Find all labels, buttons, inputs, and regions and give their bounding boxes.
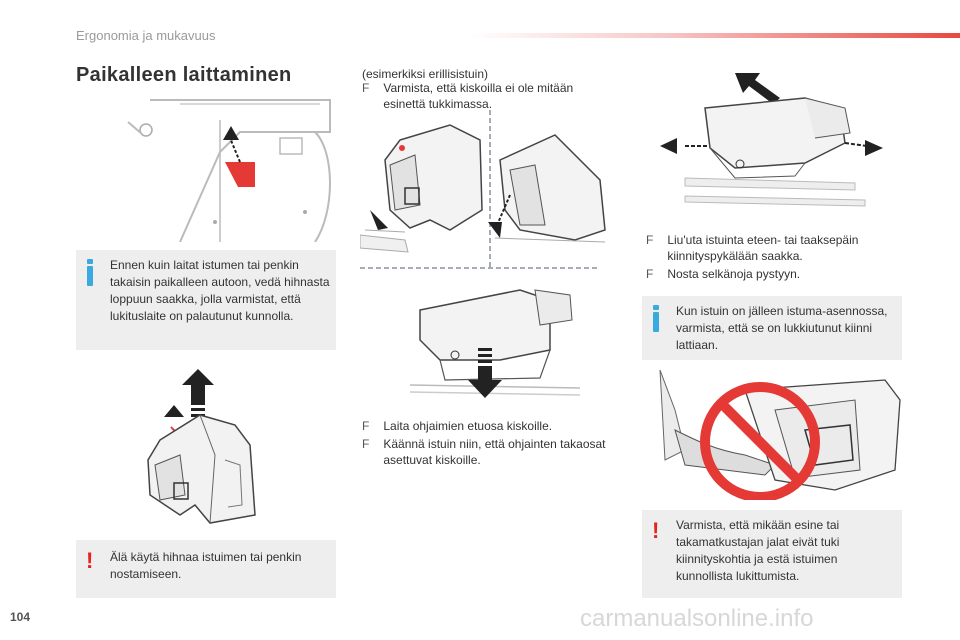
header-accent-bar [470, 33, 960, 38]
info-icon-bar [87, 266, 93, 286]
info-icon [87, 259, 93, 264]
watermark: carmanualsonline.info [580, 605, 814, 632]
section-title: Paikalleen laittaminen [76, 64, 292, 86]
info-box: Kun istuin on jälleen istuma-asennossa, … [642, 296, 902, 360]
prohibited-feet-illustration [655, 370, 903, 500]
bullet-list-placement: F Laita ohjaimien etuosa kiskoille. F Kä… [362, 418, 612, 468]
bullet-item: F Käännä istuin niin, että ohjainten tak… [362, 436, 612, 468]
seat-on-rails-illustration [360, 110, 610, 275]
bullet-text: Nosta selkänoja pystyyn. [667, 267, 801, 281]
bullet-icon: F [646, 233, 654, 247]
warning-icon: ! [652, 518, 660, 543]
info-box: Ennen kuin laitat istumen tai penkin tak… [76, 250, 336, 350]
info-text: Kun istuin on jälleen istuma-asennossa, … [676, 304, 888, 352]
bullet-icon: F [362, 437, 370, 451]
info-text: Ennen kuin laitat istumen tai penkin tak… [110, 258, 330, 323]
bullet-icon: F [646, 267, 654, 281]
bullet-item: F Liu'uta istuinta eteen- tai taaksepäin… [646, 232, 906, 264]
info-icon [653, 305, 659, 310]
strap-illustration [120, 92, 335, 242]
bullet-text: Laita ohjaimien etuosa kiskoille. [383, 419, 553, 433]
folded-seat-lift-illustration [140, 365, 290, 525]
warning-text: Älä käytä hihnaa istuimen tai penkin nos… [110, 550, 302, 581]
page-number: 104 [10, 610, 31, 624]
warning-icon: ! [86, 548, 94, 573]
bullet-icon: F [362, 81, 370, 95]
bullet-text: Varmista, että kiskoilla ei ole mitään e… [383, 81, 574, 111]
warning-text: Varmista, että mikään esine tai takamatk… [676, 518, 840, 583]
seat-slide-illustration [655, 68, 885, 216]
warning-box: ! Älä käytä hihnaa istuimen tai penkin n… [76, 540, 336, 598]
bullet-item: F Nosta selkänoja pystyyn. [646, 266, 906, 282]
bullet-item: F Laita ohjaimien etuosa kiskoille. [362, 418, 612, 434]
chapter-title: Ergonomia ja mukavuus [76, 28, 216, 43]
bullet-text: Käännä istuin niin, että ohjainten takao… [383, 437, 606, 467]
bullet-item: F Varmista, että kiskoilla ei ole mitään… [362, 80, 602, 112]
example-note: (esimerkiksi erillisistuin) [362, 67, 489, 81]
bullet-icon: F [362, 419, 370, 433]
bullet-text: Liu'uta istuinta eteen- tai taaksepäin k… [667, 233, 859, 263]
bullet-list-slide: F Liu'uta istuinta eteen- tai taaksepäin… [646, 232, 906, 282]
info-icon-bar [653, 312, 659, 332]
warning-box: ! Varmista, että mikään esine tai takama… [642, 510, 902, 598]
seat-lowering-illustration [400, 280, 585, 405]
